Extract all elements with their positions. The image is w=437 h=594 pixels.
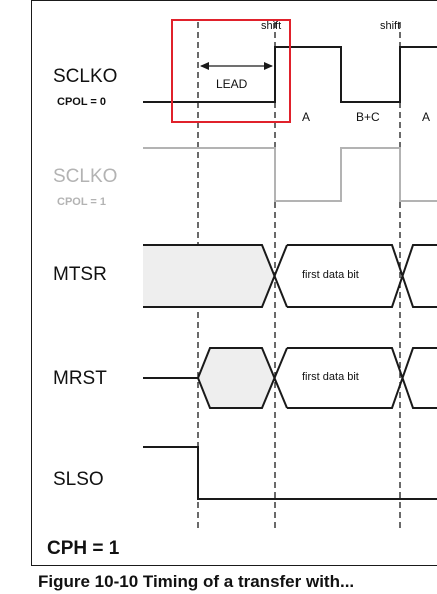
cpol1-label: CPOL = 1 — [57, 196, 107, 208]
slso-waveform — [143, 446, 437, 500]
sclko-cpol1-waveform — [143, 147, 437, 202]
lead-label: LEAD — [216, 77, 248, 91]
mtsr-undefined-edges-bottom — [143, 244, 288, 308]
lead-arrowhead-left — [200, 62, 209, 70]
lead-arrowhead-right — [264, 62, 273, 70]
mrst-label: MRST — [53, 368, 107, 389]
phase-a1-label: A — [302, 110, 311, 124]
cph-label: CPH = 1 — [47, 538, 120, 559]
sclko-cpol0-waveform — [143, 46, 437, 103]
mtsr-undefined-region — [143, 245, 275, 307]
mrst-data-bottom — [287, 347, 437, 409]
shift-label-2: shift — [380, 20, 401, 32]
mtsr-data-bottom — [287, 244, 437, 308]
mrst-undefined-region — [198, 348, 275, 408]
sclko-label: SCLKO — [53, 66, 118, 87]
cpol0-label: CPOL = 0 — [57, 96, 107, 108]
mtsr-label: MTSR — [53, 264, 107, 285]
mrst-edges-bottom — [197, 347, 288, 409]
slso-label: SLSO — [53, 469, 104, 490]
figure-caption: Figure 10-10 Timing of a transfer with..… — [38, 572, 355, 591]
highlight-box — [171, 19, 291, 123]
mrst-data-bit-label: first data bit — [302, 371, 359, 383]
sclko-gray-label: SCLKO — [53, 166, 118, 187]
phase-a2-label: A — [422, 110, 431, 124]
mtsr-data-bit-label: first data bit — [302, 269, 359, 281]
phase-bc-label: B+C — [356, 110, 380, 124]
shift-label-1: shift — [261, 20, 282, 32]
mtsr-undefined-edges — [143, 244, 288, 308]
diagram-frame — [31, 0, 437, 566]
